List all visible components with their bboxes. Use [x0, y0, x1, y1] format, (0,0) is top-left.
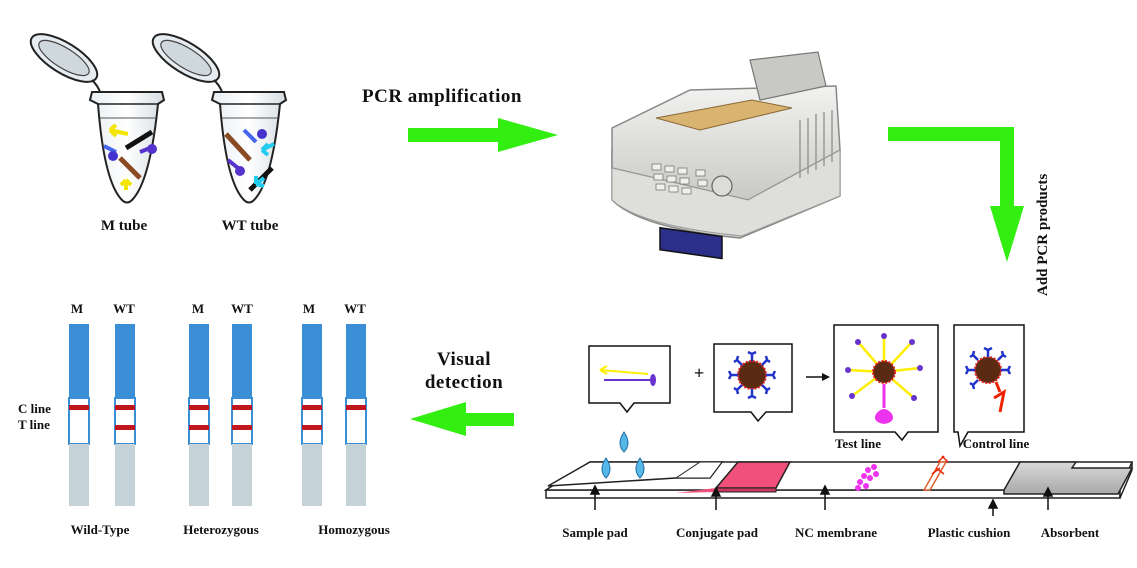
strip-heterozygous-wt — [231, 324, 253, 506]
control-band — [232, 405, 252, 410]
test-band — [302, 425, 322, 430]
callout-arrow — [806, 373, 830, 381]
tube-lid — [29, 33, 101, 93]
callout-test-line — [833, 324, 939, 442]
control-band — [189, 405, 209, 410]
strip-homozygous-m — [301, 324, 323, 506]
callout-control-line — [953, 324, 1025, 449]
column-label-m: M — [191, 301, 205, 316]
c-line-label: C line — [18, 401, 51, 416]
tube-lid — [151, 33, 223, 93]
column-label-wt: WT — [113, 301, 135, 316]
t-line-label: T line — [18, 417, 50, 432]
part-label-absorbent: Absorbent — [1040, 525, 1100, 540]
part-label-plastic-cushion: Plastic cushion — [927, 525, 1011, 540]
strip-homozygous-wt — [345, 324, 367, 506]
m-tube-contents — [103, 123, 157, 190]
wt-tube-label: WT tube — [221, 218, 279, 234]
sample-droplets — [601, 431, 645, 479]
lateral-flow-strip — [543, 431, 1134, 516]
strip-wild-type-m — [68, 324, 90, 506]
sample-pad — [547, 461, 724, 487]
column-label-wt: WT — [344, 301, 366, 316]
add-pcr-products-label: Add PCR products — [1035, 173, 1051, 296]
wt-tube-contents — [224, 128, 275, 192]
test-band — [232, 425, 252, 430]
control-band — [115, 405, 135, 410]
arrow-add-products — [888, 127, 1024, 262]
column-label-m: M — [70, 301, 84, 316]
m-tube — [29, 33, 166, 204]
control-band — [69, 405, 89, 410]
column-label-m: M — [302, 301, 316, 316]
callout-probe — [588, 345, 671, 414]
arrow-visual-detection — [410, 402, 514, 436]
control-band — [346, 405, 366, 410]
part-pointer-arrows — [589, 484, 1054, 516]
control-line-marks — [922, 455, 949, 491]
gold-nanoparticle — [727, 350, 777, 400]
column-label-wt: WT — [231, 301, 253, 316]
test-band — [115, 425, 135, 430]
part-label-conjugate-pad: Conjugate pad — [676, 525, 758, 540]
pcr-thermocycler — [611, 51, 841, 260]
control-nanoparticle — [964, 346, 1012, 413]
control-line-label: Control line — [962, 436, 1030, 451]
result-homozygous: Homozygous — [318, 522, 390, 537]
test-band — [189, 425, 209, 430]
plus-sign: + — [694, 363, 705, 383]
detection-label: detection — [424, 372, 504, 393]
absorbent-pad — [1003, 461, 1134, 495]
probe-nanoparticle-complex — [845, 333, 923, 424]
part-label-sample-pad: Sample pad — [562, 525, 628, 540]
control-band — [302, 405, 322, 410]
part-label-nc-membrane: NC membrane — [795, 525, 877, 540]
conjugate-pad — [676, 461, 792, 493]
test-line-dots — [855, 464, 879, 491]
callout-nanoparticle — [713, 343, 793, 423]
wt-tube — [151, 33, 288, 204]
strip-wild-type-wt — [114, 324, 136, 506]
test-line-label: Test line — [834, 436, 882, 451]
arrow-to-pcr — [408, 118, 558, 152]
result-wild-type: Wild-Type — [70, 522, 130, 537]
m-tube-label: M tube — [100, 218, 148, 234]
visual-label: Visual — [436, 349, 492, 370]
strip-heterozygous-m — [188, 324, 210, 506]
result-heterozygous: Heterozygous — [183, 522, 259, 537]
result-strips — [68, 324, 367, 506]
pcr-amplification-label: PCR amplification — [362, 86, 522, 107]
